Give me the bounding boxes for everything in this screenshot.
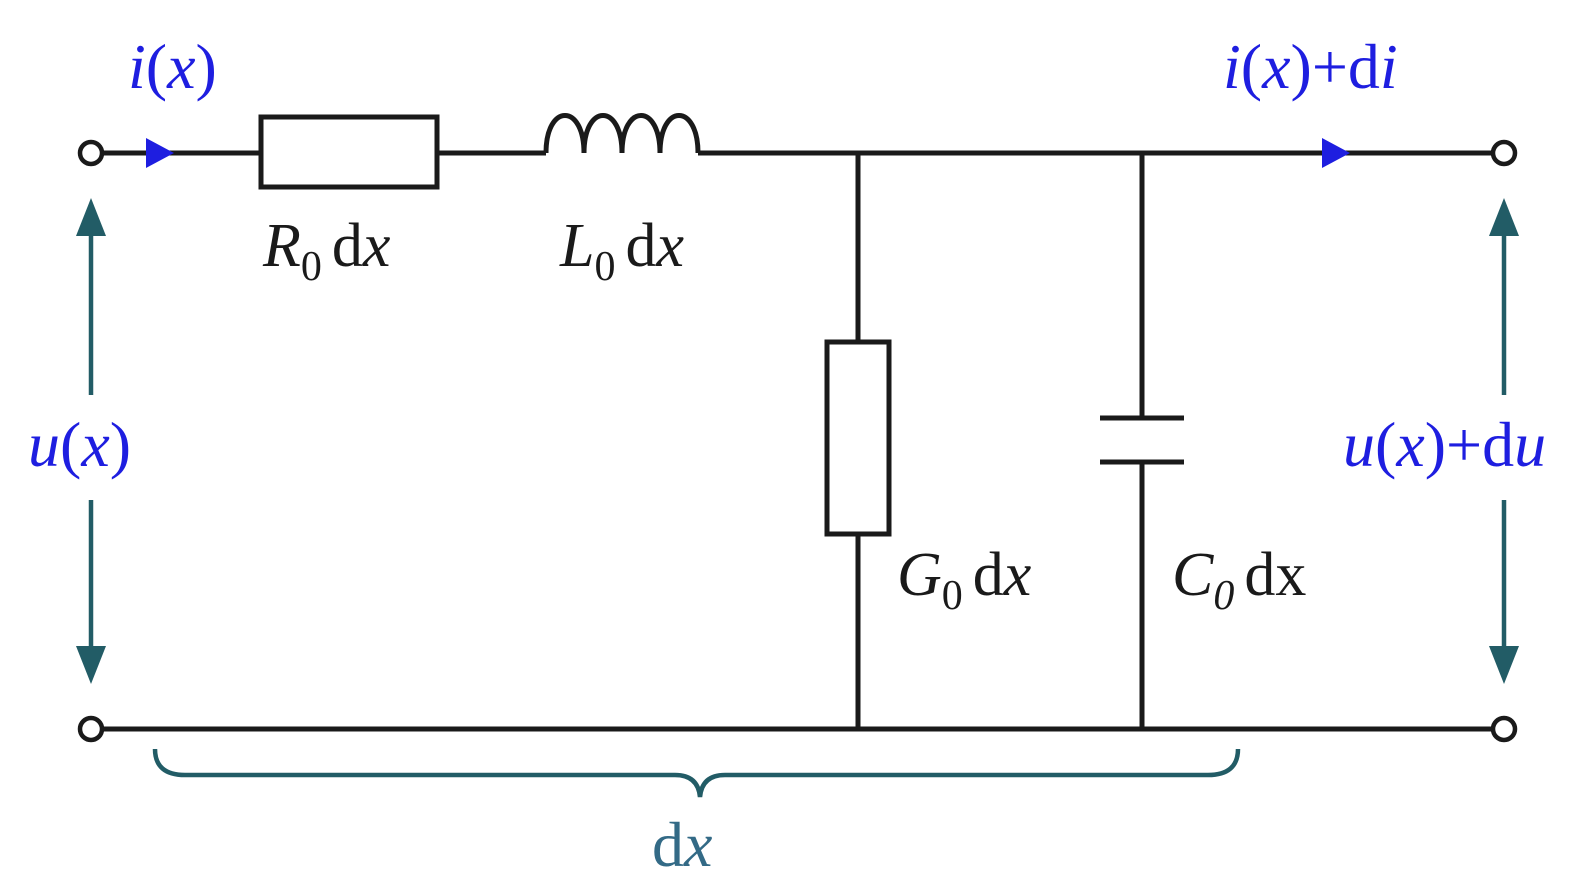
terminal-bottom-right [1490, 715, 1518, 743]
current-out-label: i(x)+di [1223, 31, 1398, 102]
current-in-arrow [146, 138, 174, 168]
segment-length-brace [152, 748, 1241, 798]
terminal-top-right [1490, 139, 1518, 167]
voltage-out-label: u(x)+du [1343, 409, 1546, 480]
current-out-arrow [1322, 138, 1350, 168]
series-resistor [258, 114, 440, 190]
segment-length-label: dx [652, 809, 712, 880]
terminal-top-left [77, 139, 105, 167]
voltage-in-arrow [76, 198, 106, 684]
voltage-in-label: u(x) [28, 409, 131, 480]
shunt-conductance-resistor [824, 339, 892, 537]
voltage-out-arrow [1489, 198, 1519, 684]
series-inductor [543, 113, 701, 154]
terminal-bottom-left [77, 715, 105, 743]
current-in-label: i(x) [128, 31, 217, 102]
